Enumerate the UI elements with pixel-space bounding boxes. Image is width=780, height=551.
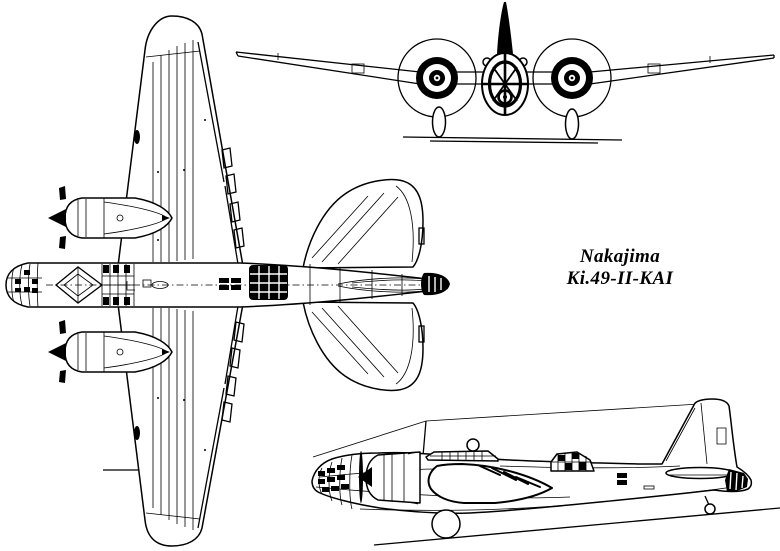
main-wheel-side: [431, 509, 461, 539]
plan-tailplanes: [302, 178, 425, 392]
spinner-side: [358, 467, 372, 487]
nose-glazing-frames: [7, 262, 42, 308]
propeller-spinner-upper: [48, 209, 66, 227]
fuselage-window-side: [617, 473, 627, 478]
engine-cowling-side: [358, 451, 421, 505]
top-plan-view-drawing: [5, 15, 450, 547]
landing-light-lower: [134, 426, 140, 440]
fuselage-windows-plan: [219, 278, 241, 290]
propeller-spinner-lower: [48, 343, 66, 361]
main-wheel-right-front: [564, 108, 580, 140]
tail-wheel: [704, 503, 716, 515]
engine-cowling-right: [551, 57, 593, 99]
landing-light-upper: [134, 130, 140, 144]
aircraft-title-line2: Ki.49-II-KAI: [566, 268, 674, 290]
nose-glazing-panes: [15, 270, 38, 293]
antenna-wires: [312, 403, 700, 458]
antenna-mast: [422, 420, 427, 457]
plan-upper-nacelle: [48, 186, 173, 249]
rudder-detail: [665, 402, 727, 465]
aircraft-title: Nakajima Ki.49-II-KAI: [545, 246, 695, 291]
stabilizer-side: [665, 466, 735, 480]
aircraft-title-line1: Nakajima: [579, 246, 661, 267]
wing-root-side: [427, 463, 553, 504]
plan-lower-nacelle: [48, 320, 173, 383]
main-wheel-left-front: [431, 106, 447, 138]
tail-fin-front: [497, 2, 513, 62]
fin-from-above: [337, 277, 437, 293]
engine-cowling-left: [416, 57, 458, 99]
front-view-drawing: [235, 2, 775, 144]
rear-dorsal-glazing: [550, 451, 595, 472]
ground-line-front: [402, 136, 623, 144]
side-profile-view-drawing: [311, 398, 780, 546]
dorsal-turret-side: [466, 438, 480, 452]
